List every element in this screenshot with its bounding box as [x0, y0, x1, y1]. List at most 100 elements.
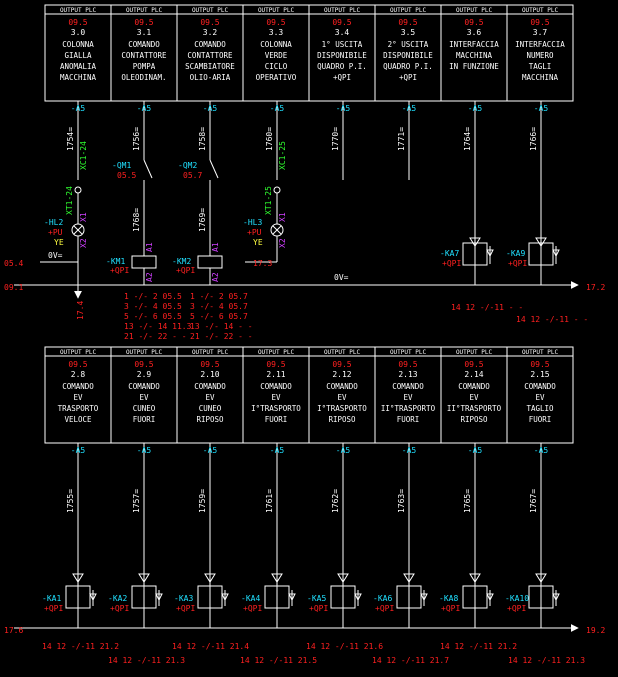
wire-1768: 1768=: [132, 208, 141, 232]
cell-description-line: POMPA: [133, 62, 156, 71]
relay-ka2: [131, 457, 163, 628]
cell-description-line: OPERATIVO: [256, 73, 297, 82]
cell-ref: 09.5: [332, 360, 351, 369]
wire-number: 1759=: [198, 489, 207, 513]
relay-ka4: [264, 457, 296, 628]
wire-number: 1771=: [397, 127, 406, 151]
relay-tag: -KA8: [439, 594, 458, 603]
relay-ka8: [462, 457, 494, 628]
cell-description-line: COMANDO: [128, 382, 160, 391]
hl2-loc: +PU: [48, 228, 63, 237]
cell-description-line: TRASPORTO: [58, 404, 99, 413]
ref-left-bus-bottom: 17.6: [4, 626, 23, 635]
km2-contact-line: 21 -/- 22 - -: [190, 332, 253, 341]
cell-description-line: II°TRASPORTO: [381, 404, 436, 413]
km1-contact-line: 21 -/- 22 - -: [124, 332, 187, 341]
wire-number: 1754=: [66, 127, 75, 151]
hl3-tag: -HL3: [243, 218, 262, 227]
km1-tag: -KM1: [106, 257, 125, 266]
bottom-relay-row: -KA1+QPI-KA2+QPI-KA3+QPI-KA4+QPI-KA5+QPI…: [42, 457, 560, 628]
cell-id: 2.9: [137, 370, 152, 379]
cell-ref: 09.5: [200, 18, 219, 27]
wire-number: 1758=: [198, 127, 207, 151]
output-header-label: OUTPUT PLC: [324, 349, 361, 356]
terminal-label: -A5: [336, 446, 351, 455]
wire-number: 1762=: [331, 489, 340, 513]
ref-right-top: 17.3: [253, 259, 272, 268]
hl2-terminal: XT1-24: [65, 186, 74, 215]
coil-km2: [197, 255, 223, 269]
relay-loc: +QPI: [176, 604, 195, 613]
cell-description-line: I°TRASPORTO: [251, 404, 301, 413]
km1-contact-line: 5 -/- 6 05.5: [124, 312, 182, 321]
cell-description-line: VERDE: [265, 51, 288, 60]
cell-id: 3.0: [71, 28, 86, 37]
relay-tag: -KA4: [241, 594, 260, 603]
relay-ka5: [330, 457, 362, 628]
km1-contact-line: 3 -/- 4 05.5: [124, 302, 182, 311]
km2-contact-line: 1 -/- 2 05.7: [190, 292, 248, 301]
output-header-label: OUTPUT PLC: [456, 7, 493, 14]
hl3-loc: +PU: [247, 228, 262, 237]
output-header-label: OUTPUT PLC: [126, 7, 163, 14]
qm1-tag: -QM1: [112, 161, 131, 170]
relay-ka3: [197, 457, 229, 628]
wire-number: 1755=: [66, 489, 75, 513]
cell-id: 3.6: [467, 28, 482, 37]
cell-ref: 09.5: [200, 360, 219, 369]
km1-a1: A1: [145, 242, 154, 252]
connector-xc1-25: [273, 186, 281, 194]
output-header-label: OUTPUT PLC: [522, 349, 559, 356]
wire-number: 1766=: [529, 127, 538, 151]
cell-id: 2.11: [266, 370, 285, 379]
cell-description-line: NUMERO: [526, 51, 554, 60]
cell-description-line: II°TRASPORTO: [447, 404, 502, 413]
coil-km1: [131, 255, 157, 269]
relay-ka7: [462, 237, 494, 266]
cell-ref: 09.5: [398, 360, 417, 369]
hl2-x1: X1: [79, 212, 88, 222]
cell-description-line: MACCHINA: [456, 51, 493, 60]
relay-ka1: [65, 457, 97, 628]
relay-loc: +QPI: [507, 604, 526, 613]
cell-description-line: QUADRO P.I.: [317, 62, 367, 71]
wire-number: 1765=: [463, 489, 472, 513]
km2-loc: +QPI: [176, 266, 195, 275]
cell-description-line: GIALLA: [64, 51, 92, 60]
output-header-label: OUTPUT PLC: [390, 349, 427, 356]
cell-description-line: CUNEO: [199, 404, 222, 413]
cell-description-line: INTERFACCIA: [449, 40, 499, 49]
bottom-circuit-labels: 17.6 19.2: [4, 626, 605, 635]
ref-right-bus: 17.2: [586, 283, 605, 292]
relay-loc: +QPI: [375, 604, 394, 613]
wire-number: 1767=: [529, 489, 538, 513]
output-header-label: OUTPUT PLC: [324, 7, 361, 14]
cell-description-line: EV: [469, 393, 479, 402]
terminal-label: -A5: [468, 446, 483, 455]
cell-ref: 09.5: [398, 18, 417, 27]
cell-id: 3.3: [269, 28, 284, 37]
cell-ref: 09.5: [464, 360, 483, 369]
cell-description-line: COMANDO: [458, 382, 490, 391]
ka7-loc: +QPI: [442, 259, 461, 268]
qm2-tag: -QM2: [178, 161, 197, 170]
wire-number: 1756=: [132, 127, 141, 151]
terminal-label: -A5: [270, 446, 285, 455]
hl3-x2: X2: [278, 238, 287, 248]
cell-id: 3.1: [137, 28, 152, 37]
cell-description-line: +QPI: [333, 73, 351, 82]
cell-description-line: COMANDO: [326, 382, 358, 391]
hl3-color: YE: [253, 238, 263, 247]
cell-ref: 09.5: [530, 18, 549, 27]
wire-number: 1760=: [265, 127, 274, 151]
relay-loc: +QPI: [243, 604, 262, 613]
bus-0v-label: 0V=: [48, 251, 63, 260]
connector-xc1-24: [74, 186, 82, 194]
cell-description-line: 2° USCITA: [388, 40, 429, 49]
ka9-tag: -KA9: [506, 249, 525, 258]
cell-description-line: CONTATTORE: [121, 51, 167, 60]
output-header-label: OUTPUT PLC: [126, 349, 163, 356]
ref-right-bus-bottom: 19.2: [586, 626, 605, 635]
cell-description-line: EV: [337, 393, 347, 402]
relay-tag: -KA2: [108, 594, 127, 603]
